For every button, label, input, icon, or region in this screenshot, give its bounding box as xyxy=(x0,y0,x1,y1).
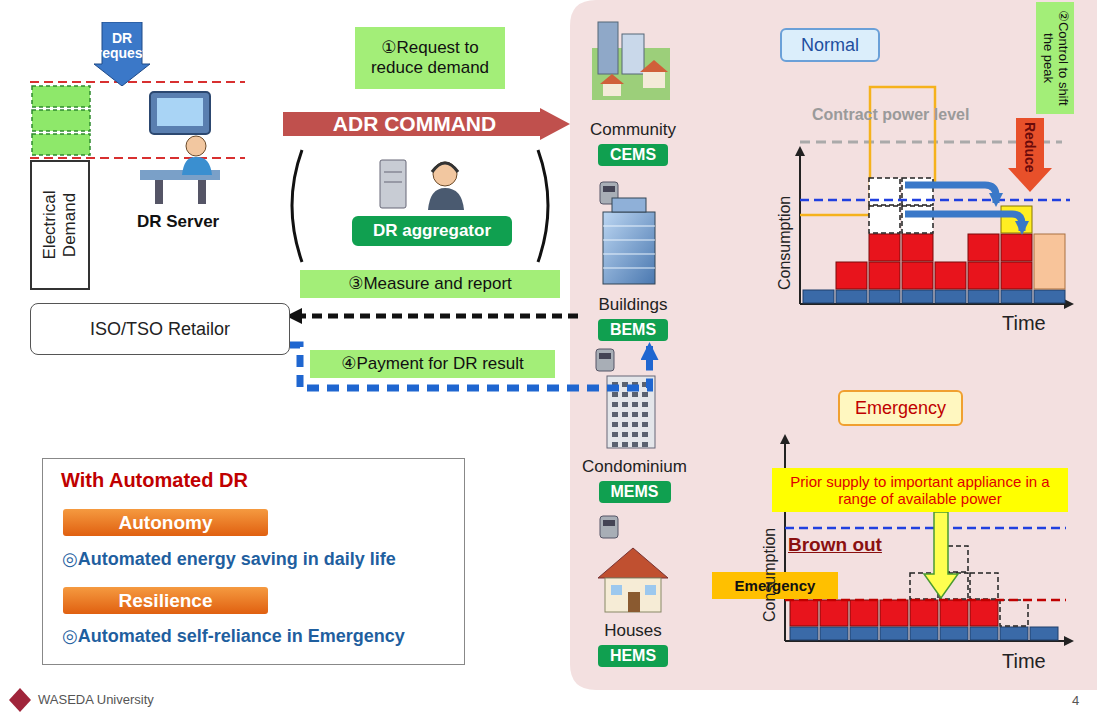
node-text: Normal xyxy=(801,35,859,56)
step-label: ③Measure and report xyxy=(300,270,560,298)
node-text: DR aggregator xyxy=(373,221,491,241)
panel xyxy=(570,0,1097,690)
server-operator-icon xyxy=(140,92,220,204)
bracket xyxy=(538,150,548,262)
aggregator-icon xyxy=(380,160,464,210)
node-text: Autonomy xyxy=(119,512,213,534)
benefit-text: ◎Automated self-reliance in Emergency xyxy=(62,626,405,647)
step-label: ④Payment for DR result xyxy=(310,350,555,378)
limit-line xyxy=(30,157,245,159)
node-text: ④Payment for DR result xyxy=(341,354,523,374)
emergency-chart xyxy=(785,436,1072,641)
level-label: Contract power level xyxy=(812,106,969,124)
node-text: ADR COMMAND xyxy=(333,112,496,136)
site-group: CommunityCEMS xyxy=(578,112,688,174)
node-text: ①Request to reduce demand xyxy=(361,38,499,77)
aggregator-badge: DR aggregator xyxy=(352,216,512,246)
node-text: ISO/TSO Retailor xyxy=(90,319,230,340)
site-name: Houses xyxy=(604,621,662,641)
bracket xyxy=(292,150,302,262)
benefit-text: ◎Automated energy saving in daily life xyxy=(62,549,396,570)
reduce-arrow xyxy=(1008,118,1052,192)
payment-arrow xyxy=(290,345,650,388)
feature-tag: Autonomy xyxy=(63,509,268,536)
node-text: Resilience xyxy=(119,590,213,612)
reduce-label: Reduce xyxy=(1022,122,1038,173)
house-icon xyxy=(598,548,668,612)
step-label: ②Control to shift the peak xyxy=(1036,2,1074,114)
node-text: ③Measure and report xyxy=(348,274,512,294)
site-name: Community xyxy=(590,120,676,140)
node-text: Emergency xyxy=(855,398,946,419)
community-icon xyxy=(592,22,670,100)
site-name: Condominium xyxy=(582,457,687,477)
site-group: HousesHEMS xyxy=(578,615,688,673)
node-text: DR request xyxy=(94,31,150,62)
axis-label: Consumption xyxy=(776,196,794,290)
page-number: 4 xyxy=(1072,694,1079,709)
operator-box: ISO/TSO Retailor xyxy=(30,303,290,355)
limit-line xyxy=(30,81,245,83)
state-label: Brown out xyxy=(788,534,882,556)
report-arrow xyxy=(290,314,578,319)
node-text: Prior supply to important appliance in a… xyxy=(778,473,1062,508)
demand-bars xyxy=(32,86,90,155)
logo xyxy=(9,688,31,712)
normal-chart xyxy=(800,87,1072,304)
request-arrow: DR request xyxy=(94,22,150,86)
axis-label: Time xyxy=(1002,312,1046,335)
step-label: ①Request to reduce demand xyxy=(355,27,505,89)
ems-badge: CEMS xyxy=(598,144,668,166)
supply-arrow xyxy=(924,512,958,598)
node-text: With Automated DR xyxy=(61,469,446,492)
mode-title: Emergency xyxy=(838,390,963,426)
footer-text: WASEDA University xyxy=(38,693,154,708)
demand-box: Electrical Demand xyxy=(30,160,90,290)
mode-title: Normal xyxy=(780,28,880,62)
building-icon xyxy=(603,198,655,284)
smart-meter xyxy=(596,349,614,371)
node-text: Electrical Demand xyxy=(40,163,79,287)
feature-tag: Resilience xyxy=(63,587,268,614)
axis-label: Time xyxy=(1002,650,1046,673)
site-group: CondominiumMEMS xyxy=(572,452,697,508)
command-arrow: ADR COMMAND xyxy=(283,108,570,140)
ems-badge: MEMS xyxy=(599,481,671,503)
smart-meter xyxy=(600,516,618,538)
site-name: Buildings xyxy=(599,295,668,315)
device-label: DR Server xyxy=(137,212,219,232)
ems-badge: HEMS xyxy=(598,645,668,667)
node-text: ②Control to shift the peak xyxy=(1040,5,1070,111)
site-group: BuildingsBEMS xyxy=(578,290,688,346)
note-box: Prior supply to important appliance in a… xyxy=(772,468,1068,512)
ems-badge: BEMS xyxy=(598,319,668,341)
axis-label: Consumption xyxy=(761,528,779,622)
